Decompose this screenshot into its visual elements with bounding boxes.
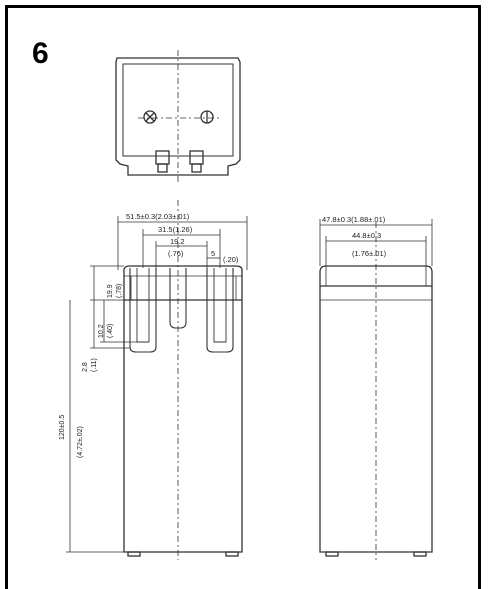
dim-top-height: 19.9	[107, 284, 114, 298]
dim-top-height-in: (.78)	[116, 284, 123, 298]
figure-frame	[5, 5, 481, 589]
dim-body-height-in: (4.72±.02)	[77, 426, 84, 458]
dim-tab-offset: 2.8	[82, 362, 89, 372]
dim-overall-width: 51.5±0.3(2.03±.01)	[126, 212, 190, 221]
dim-tab-height-in: (.40)	[107, 324, 114, 338]
dim-terminal-width: 5	[211, 249, 215, 258]
dim-inner-depth: 44.8±0.3	[352, 231, 381, 240]
front-view	[123, 200, 243, 560]
dim-tab-offset-in: (.11)	[91, 358, 98, 372]
dim-terminal-inner: 19.2	[170, 237, 185, 246]
dim-inner-depth-in: (1.76±.01)	[352, 249, 387, 258]
panel-number: 6	[32, 37, 49, 70]
dim-terminal-spacing: 31.5(1.26)	[158, 225, 193, 234]
side-view	[319, 222, 433, 560]
dim-body-height: 120±0.5	[59, 415, 66, 440]
front-dimension-lines	[66, 216, 248, 553]
dim-tab-height: 10.2	[98, 324, 105, 338]
dim-overall-depth: 47.8±0.3(1.88±.01)	[322, 215, 386, 224]
dim-terminal-inner-in: (.76)	[168, 249, 184, 258]
top-view	[115, 50, 241, 182]
side-dimension-lines	[319, 219, 433, 266]
dim-terminal-width-in: (.20)	[223, 255, 239, 264]
